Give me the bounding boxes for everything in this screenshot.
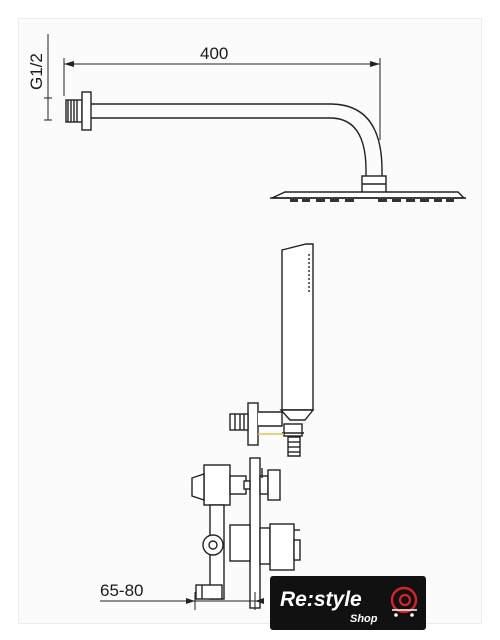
- arm-length-dimension: 400: [63, 44, 381, 140]
- wall-depth-label: 65-80: [100, 581, 143, 600]
- shower-arm: [65, 91, 466, 199]
- hand-shower: [229, 243, 315, 457]
- shower-head-nozzles: [290, 199, 454, 202]
- brand-logo: Re:style Shop: [270, 576, 426, 630]
- arm-length-label: 400: [200, 44, 228, 63]
- concealed-valve: [191, 457, 301, 609]
- logo-badge: [270, 576, 426, 630]
- depth-arrow-right: [255, 598, 264, 604]
- thread-size-label: G1/2: [27, 53, 46, 90]
- wall-depth-dimension: 65-80: [100, 581, 264, 610]
- logo-sub-name: Shop: [350, 613, 378, 625]
- thread-dimension: G1/2: [27, 34, 52, 121]
- cart-at-icon: [390, 586, 418, 617]
- arrow-left: [64, 61, 74, 67]
- depth-arrow-left: [186, 598, 195, 604]
- arrow-right: [370, 61, 380, 67]
- logo-brand-name: Re:style: [280, 588, 362, 611]
